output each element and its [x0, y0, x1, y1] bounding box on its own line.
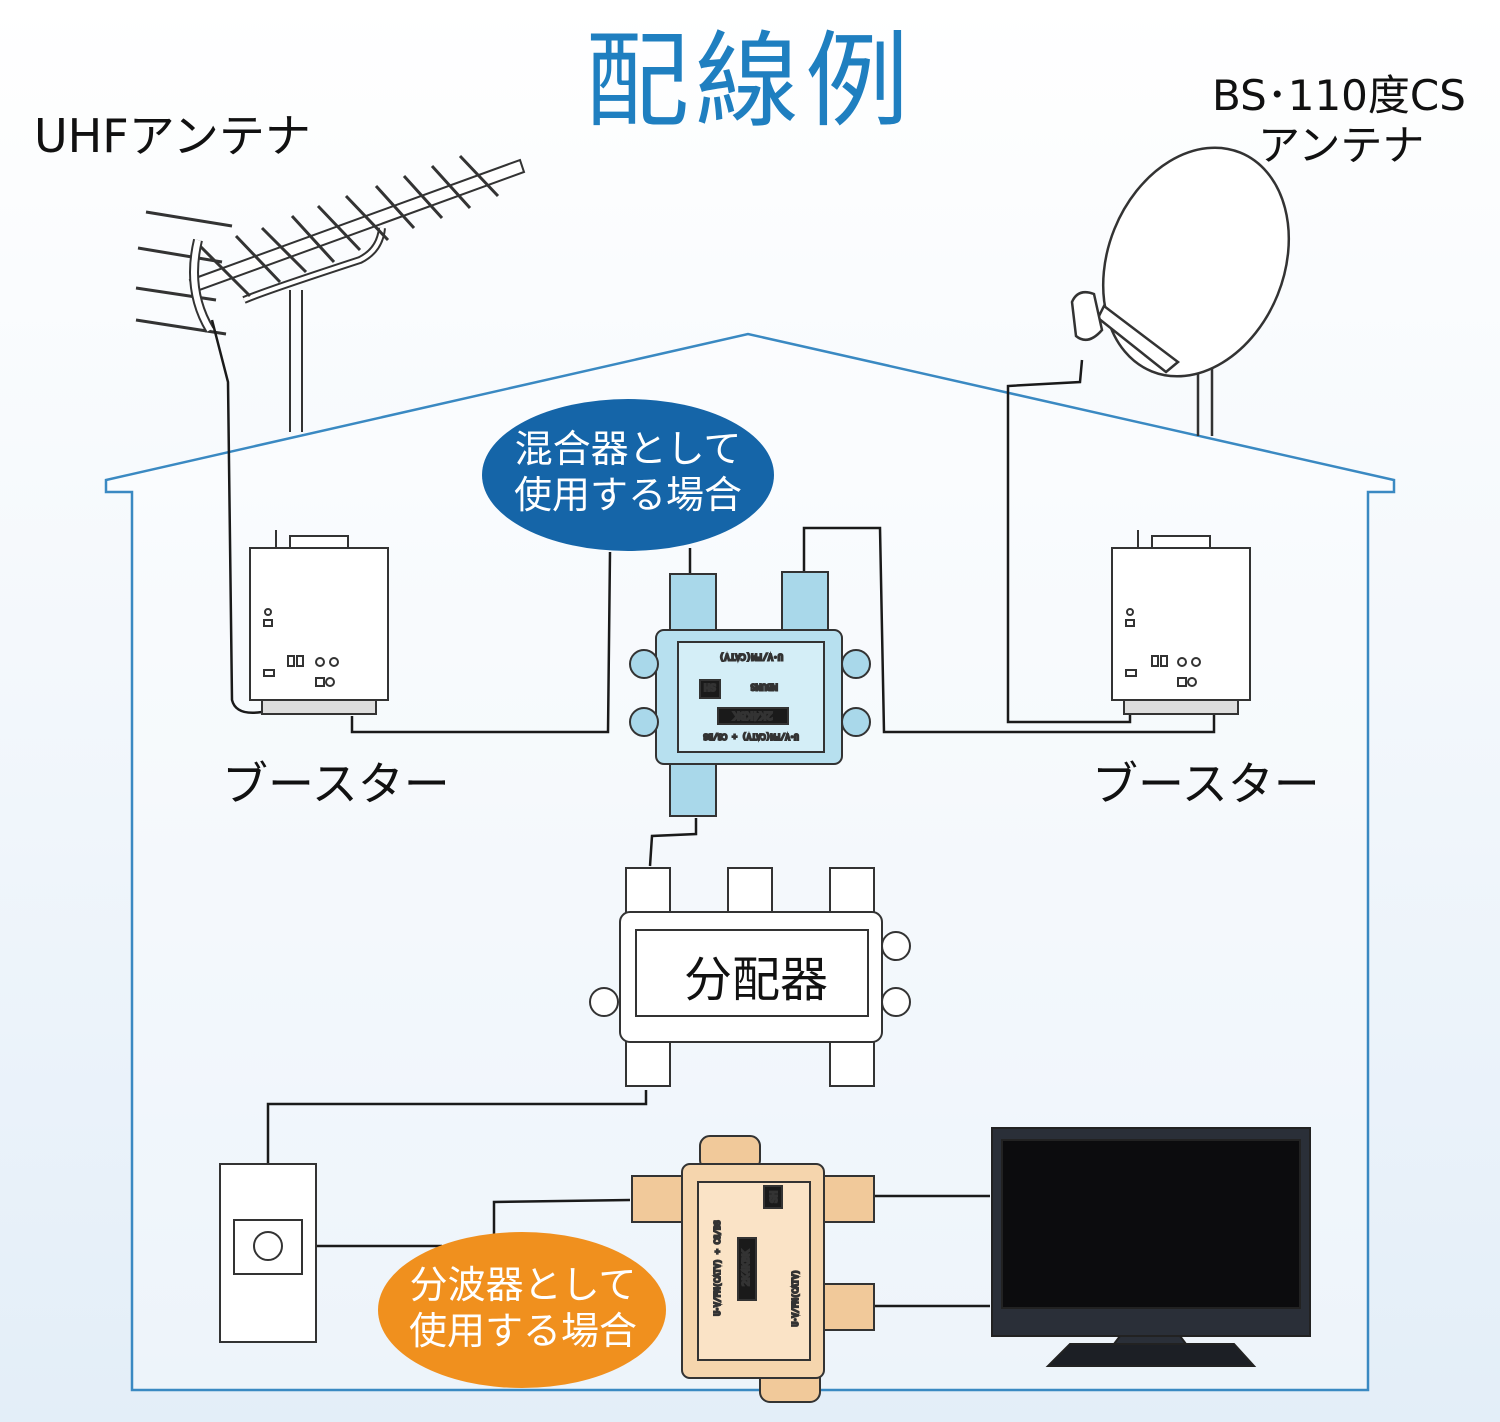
uhf-antenna-icon: [135, 154, 526, 432]
separator-bubble-text: 分波器として 使用する場合: [378, 1232, 668, 1388]
booster-label-left: ブースター: [222, 757, 450, 811]
splitter-label: 分配器: [684, 952, 829, 1008]
mixer-port-bottom-label: U･V/FM(CATV) + CS/BS: [703, 732, 799, 741]
bs-antenna-label-line2: アンテナ: [1258, 121, 1425, 170]
separator-port-label: U･V/FM(CATV) + CS/BS: [713, 1220, 722, 1316]
page-title: 配線例: [584, 20, 915, 142]
booster-label-right: ブースター: [1092, 757, 1320, 811]
mixer-bubble: [482, 399, 774, 551]
mixer-grade: SH: [704, 681, 716, 692]
mixer-bubble-text: 混合器として 使用する場合: [482, 400, 774, 550]
wiring-lines: [210, 319, 1216, 1308]
separator-bubble-line2: 使用する場合: [408, 1309, 637, 1353]
mixer-icon: U･V/FM(CATV) U･V/FM(CATV) + CS/BS 2K4K8K…: [629, 571, 871, 817]
tv-icon: [991, 1127, 1311, 1367]
separator-bubble: [378, 1232, 666, 1388]
mixer-port-label: U･V/FM(CATV): [719, 651, 783, 661]
booster-icon: [249, 530, 389, 715]
separator-grade: SH: [769, 1191, 780, 1203]
splitter-icon: [589, 867, 911, 1087]
booster-icon: [1111, 530, 1251, 715]
uhf-antenna-label: UHFアンテナ: [34, 109, 311, 163]
mixer-bubble-line2: 使用する場合: [513, 473, 742, 517]
mixer-model: MBUMS: [750, 681, 777, 691]
house-outline: [104, 332, 1396, 1392]
separator-badge: 2K4K8K: [741, 1250, 752, 1286]
bs-dish-icon: [1070, 146, 1291, 436]
separator-port-top-label: U･V/FM(CATV): [791, 1270, 800, 1327]
wall-outlet-icon: [219, 1163, 317, 1343]
mixer-badge: 2K4K8K: [733, 709, 773, 722]
separator-icon: 2K4K8K U･V/FM(CATV) + CS/BS U･V/FM(CATV)…: [631, 1135, 875, 1403]
separator-bubble-line1: 分波器として: [409, 1263, 637, 1307]
mixer-bubble-line1: 混合器として: [514, 427, 742, 471]
bs-antenna-label-line1: BS･110度CS: [1212, 71, 1466, 120]
